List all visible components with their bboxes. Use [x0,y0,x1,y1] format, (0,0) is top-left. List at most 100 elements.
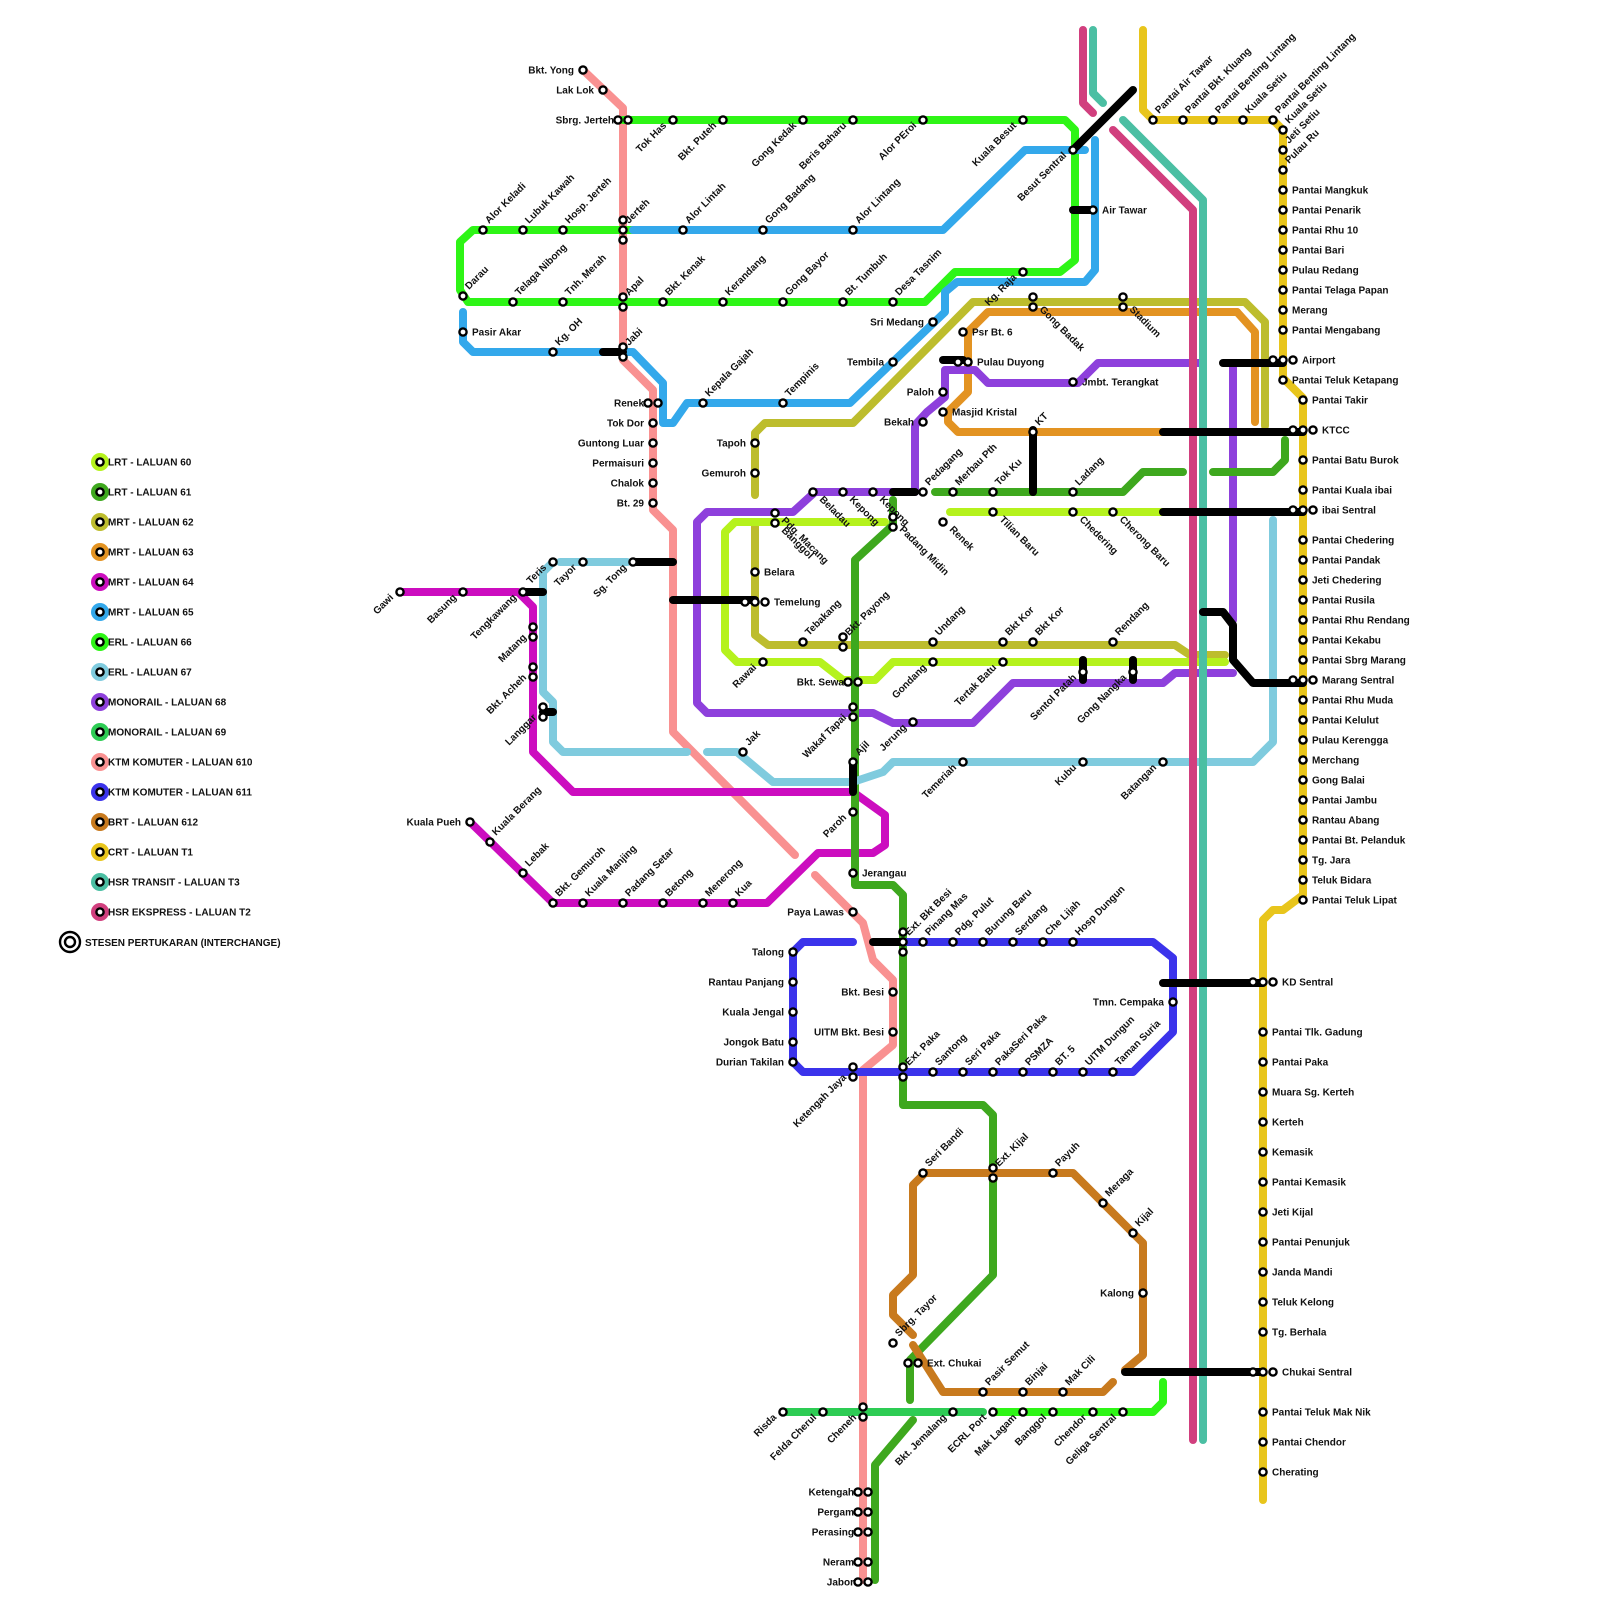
station[interactable]: Pantai Rhu Muda [1299,696,1393,707]
station-dot[interactable] [939,388,946,395]
station-dot[interactable] [519,226,526,233]
station-dot[interactable] [799,116,806,123]
station[interactable]: Hosp Dungun [1069,884,1127,946]
station[interactable]: Janda Mandi [1259,1268,1332,1279]
station-dot[interactable] [1119,1408,1126,1415]
station-dot[interactable] [624,116,631,123]
station-dot[interactable] [619,353,626,360]
station-dot[interactable] [899,1063,906,1070]
station-dot[interactable] [644,399,651,406]
station-dot[interactable] [779,399,786,406]
station-dot[interactable] [519,869,526,876]
station-dot[interactable] [1299,816,1306,823]
station[interactable]: Bekah [884,418,927,429]
station[interactable]: Kuala Berang [486,785,543,846]
station-dot[interactable] [779,298,786,305]
station-dot[interactable] [459,292,466,299]
station-dot[interactable] [654,399,661,406]
station-dot[interactable] [771,509,778,516]
station-dot[interactable] [1069,508,1076,515]
station-dot[interactable] [899,948,906,955]
station-dot[interactable] [959,758,966,765]
station-dot[interactable] [929,638,936,645]
station[interactable]: Jeti Chedering [1299,576,1381,587]
station-dot[interactable] [619,343,626,350]
station-dot[interactable] [839,643,846,650]
station[interactable]: Pantai Telaga Papan [1279,286,1388,297]
station-dot[interactable] [1029,293,1036,300]
station[interactable]: Pantai Tlk. Gadung [1259,1028,1362,1039]
station[interactable]: Pantai Paka [1259,1058,1328,1069]
station[interactable]: Gong Kedak [750,116,807,169]
station[interactable]: Tnh. Merah [559,253,608,306]
station-dot[interactable] [479,226,486,233]
station-dot[interactable] [529,623,536,630]
station-dot[interactable] [1069,146,1076,153]
station[interactable]: Pantai Teluk Lipat [1299,896,1397,907]
station-dot[interactable] [1269,356,1276,363]
station-dot[interactable] [396,588,403,595]
station-dot[interactable] [1259,978,1266,985]
station[interactable]: Geliga Sentral [1064,1408,1127,1467]
station-dot[interactable] [849,703,856,710]
station[interactable]: Telaga Nibong [509,242,569,305]
station[interactable]: Rantau Panjang [708,978,796,989]
station[interactable]: Pantai Rusila [1299,596,1375,607]
station-dot[interactable] [899,1073,906,1080]
station-dot[interactable] [854,678,861,685]
station[interactable]: Alor Lintang [849,177,902,234]
station[interactable]: Kuala Jengal [722,1008,796,1019]
station-dot[interactable] [486,838,493,845]
station[interactable]: Rendang [1109,600,1151,646]
station-dot[interactable] [889,1028,896,1035]
station-dot[interactable] [1309,506,1316,513]
station-dot[interactable] [1299,876,1306,883]
station[interactable]: Teluk Bidara [1299,876,1371,887]
station-dot[interactable] [614,116,621,123]
station-dot[interactable] [1239,116,1246,123]
station-dot[interactable] [909,718,916,725]
station[interactable]: Kerandang [719,253,768,305]
station[interactable]: Bkt Kor [1029,605,1066,646]
station-dot[interactable] [989,1408,996,1415]
station-dot[interactable] [989,1174,996,1181]
station-dot[interactable] [919,1169,926,1176]
station[interactable]: UITM Bkt. Besi [814,1028,897,1039]
station[interactable]: Darau [459,264,491,299]
station[interactable]: Beris Baharu [797,116,856,172]
station[interactable]: Pantai Kemasik [1259,1178,1346,1189]
station[interactable]: Pantai Rhu 10 [1279,226,1358,237]
station-dot[interactable] [939,518,946,525]
station-dot[interactable] [1279,306,1286,313]
station-dot[interactable] [1109,1068,1116,1075]
station[interactable]: Pantai Kelulut [1299,716,1379,727]
station-dot[interactable] [751,439,758,446]
station-dot[interactable] [1299,396,1306,403]
station-dot[interactable] [459,328,466,335]
station-dot[interactable] [989,508,996,515]
station-dot[interactable] [1089,1408,1096,1415]
station-dot[interactable] [629,558,636,565]
station[interactable]: Gong Badang [759,172,817,234]
station[interactable]: Pantai Pandak [1299,556,1380,567]
station[interactable]: Langgar [503,703,546,748]
station-dot[interactable] [751,568,758,575]
station-dot[interactable] [849,1073,856,1080]
station-dot[interactable] [1269,116,1276,123]
station-dot[interactable] [1279,186,1286,193]
station-dot[interactable] [839,298,846,305]
station[interactable]: Kijal [1129,1206,1156,1236]
station[interactable]: Alor Lintah [679,181,728,234]
station-dot[interactable] [1109,508,1116,515]
station-dot[interactable] [849,226,856,233]
station-dot[interactable] [1299,486,1306,493]
station-dot[interactable] [1079,758,1086,765]
station[interactable]: Pantai Chedering [1299,536,1394,547]
station-dot[interactable] [779,1408,786,1415]
station-dot[interactable] [529,633,536,640]
station[interactable]: Pantai Penarik [1279,206,1361,217]
station-dot[interactable] [1289,676,1296,683]
station-dot[interactable] [1299,456,1306,463]
station-dot[interactable] [659,298,666,305]
station[interactable]: Pantai Penunjuk [1259,1238,1350,1249]
